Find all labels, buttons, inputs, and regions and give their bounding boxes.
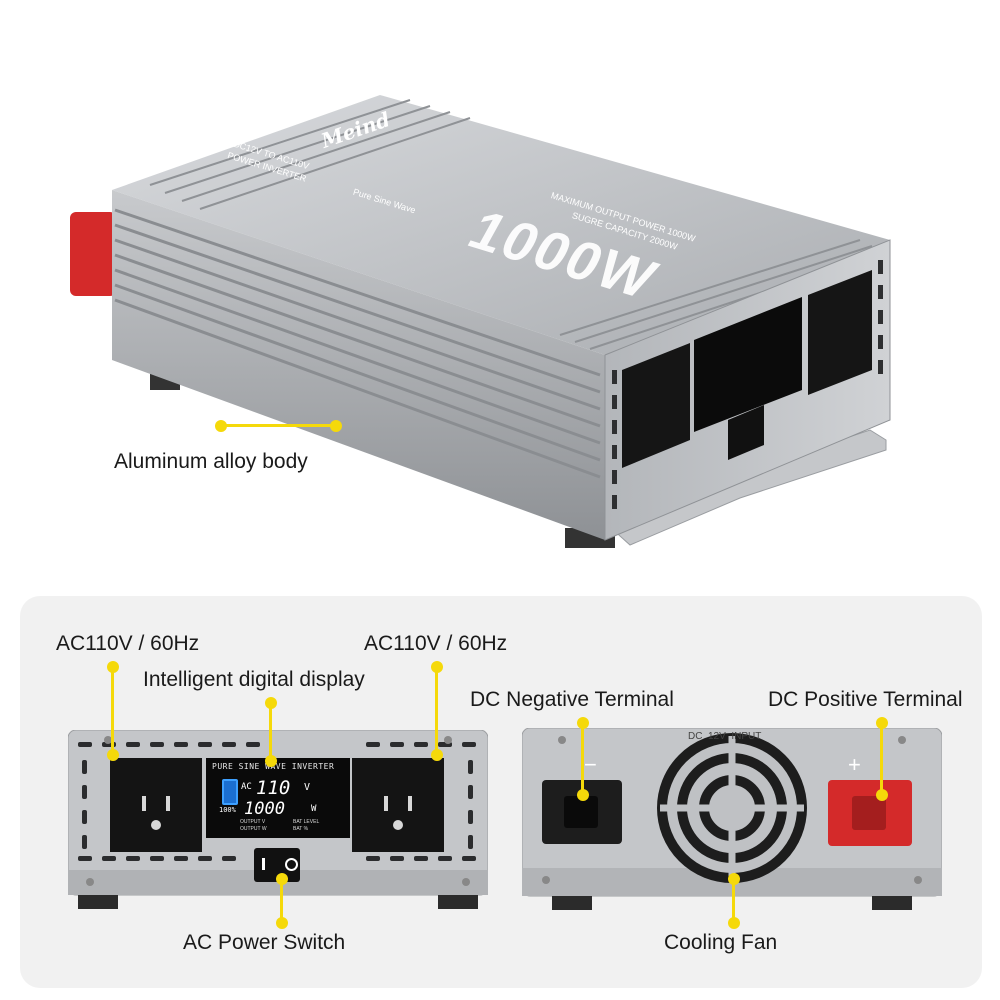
display-voltage: 110 <box>256 777 291 799</box>
callout-line-outlet-left <box>111 667 114 753</box>
power-switch <box>254 848 300 882</box>
callout-dot-switch <box>276 917 288 929</box>
front-outlet-right <box>808 270 872 395</box>
callout-line-body <box>221 424 337 427</box>
callout-fan-label: Cooling Fan <box>664 931 778 954</box>
rear-input-label: DC 12V INPUT <box>688 731 762 742</box>
outlet-left <box>110 758 202 852</box>
display-power: 1000 <box>244 799 285 819</box>
front-outlet-left <box>622 343 690 468</box>
front-display <box>694 297 802 432</box>
callout-dot-dc-positive <box>876 789 888 801</box>
callout-dot-display <box>265 755 277 767</box>
plus-symbol: + <box>848 752 861 777</box>
rear-view-image <box>522 728 942 910</box>
display-legend-3: OUTPUT W <box>240 826 267 832</box>
outlet-right <box>352 758 444 852</box>
callout-line-display <box>269 703 272 759</box>
display-ac-label: AC <box>241 782 252 792</box>
switch-on-glyph <box>262 858 265 870</box>
display-legend-2: BAT LEVEL <box>293 819 320 825</box>
callout-dot-fan <box>728 917 740 929</box>
display-battery-pct: 100% <box>219 806 236 814</box>
display-legend-4: BAT % <box>293 826 309 832</box>
callout-outlet-left-label: AC110V / 60Hz <box>56 632 200 655</box>
positive-terminal-cap <box>70 212 116 296</box>
callout-dot-outlet-right <box>431 749 443 761</box>
callout-line-switch <box>280 879 283 921</box>
callout-switch-label: AC Power Switch <box>183 931 346 954</box>
callout-outlet-right-label: AC110V / 60Hz <box>364 632 508 655</box>
display-voltage-unit: V <box>304 782 311 793</box>
callout-dot-outlet-left <box>107 749 119 761</box>
callout-body-label: Aluminum alloy body <box>114 450 308 473</box>
battery-icon <box>222 779 238 805</box>
switch-off-glyph <box>285 858 298 871</box>
display-power-unit: W <box>311 804 317 814</box>
callout-line-dc-negative <box>581 723 584 793</box>
front-view-image <box>68 730 488 909</box>
callout-line-outlet-right <box>435 667 438 753</box>
display-legend-1: OUTPUT V <box>240 819 266 825</box>
inverter-product-image <box>70 95 891 548</box>
callout-dc-negative-label: DC Negative Terminal <box>470 688 674 711</box>
callout-line-fan <box>732 879 735 921</box>
callout-dot-dc-negative <box>577 789 589 801</box>
minus-symbol: − <box>584 752 597 777</box>
callout-display-label: Intelligent digital display <box>143 668 365 691</box>
callout-dot-body-right <box>330 420 342 432</box>
callout-dc-positive-label: DC Positive Terminal <box>768 688 963 711</box>
callout-line-dc-positive <box>880 723 883 793</box>
front-switch <box>728 405 764 460</box>
